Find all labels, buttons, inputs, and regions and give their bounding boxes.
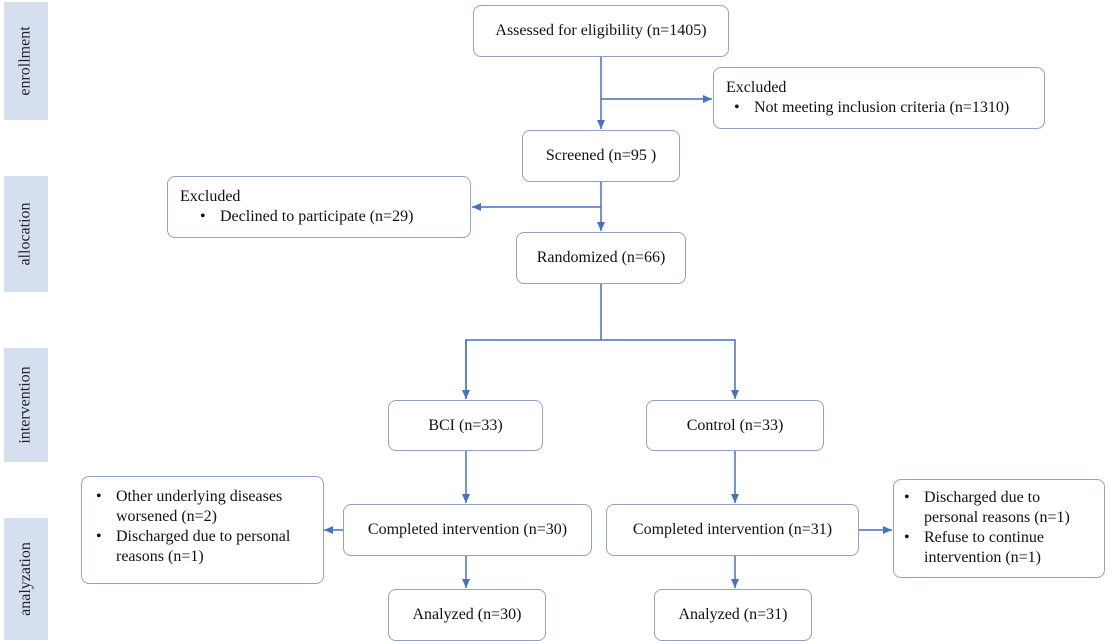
excluded-allocation-title: Excluded <box>180 188 241 205</box>
excluded-enrollment-title: Excluded <box>726 79 787 96</box>
phase-enrollment: enrollment <box>4 2 48 120</box>
control-box: Control (n=33) <box>646 400 824 451</box>
screened-box: Screened (n=95 ) <box>522 130 680 182</box>
randomized-box: Randomized (n=66) <box>516 232 686 284</box>
bci-completed-box: Completed intervention (n=30) <box>343 504 592 556</box>
bci-box: BCI (n=33) <box>388 400 543 451</box>
assessed-box: Assessed for eligibility (n=1405) <box>473 5 729 57</box>
phase-intervention: intervention <box>4 348 48 462</box>
phase-analyzation: analyzation <box>4 518 48 640</box>
bci-dropout-item: Discharged due to personal reasons (n=1) <box>96 527 315 567</box>
bci-dropouts-box: Other underlying diseases worsened (n=2)… <box>81 476 324 584</box>
connector-randomized-split <box>465 284 735 399</box>
randomized-label: Randomized (n=66) <box>536 249 666 266</box>
excluded-enrollment-box: Excluded Not meeting inclusion criteria … <box>713 67 1045 129</box>
bci-analyzed-label: Analyzed (n=30) <box>412 606 522 623</box>
excluded-allocation-item: Declined to participate (n=29) <box>200 207 458 227</box>
control-dropout-item: Refuse to continue intervention (n=1) <box>904 528 1098 568</box>
excluded-enrollment-item: Not meeting inclusion criteria (n=1310) <box>734 98 1032 118</box>
control-completed-label: Completed intervention (n=31) <box>632 521 833 538</box>
control-completed-box: Completed intervention (n=31) <box>606 504 859 556</box>
screened-label: Screened (n=95 ) <box>545 147 657 164</box>
control-dropouts-box: Discharged due to personal reasons (n=1)… <box>893 479 1105 578</box>
assessed-label: Assessed for eligibility (n=1405) <box>495 22 707 39</box>
excluded-allocation-box: Excluded Declined to participate (n=29) <box>167 176 471 238</box>
bci-dropout-item: Other underlying diseases worsened (n=2) <box>96 487 315 527</box>
control-label: Control (n=33) <box>686 416 784 434</box>
bci-label: BCI (n=33) <box>428 416 503 434</box>
bci-analyzed-box: Analyzed (n=30) <box>388 589 546 641</box>
control-analyzed-box: Analyzed (n=31) <box>654 589 812 641</box>
phase-allocation: allocation <box>4 176 48 292</box>
control-analyzed-label: Analyzed (n=31) <box>678 606 788 623</box>
bci-completed-label: Completed intervention (n=30) <box>367 521 568 538</box>
control-dropout-item: Discharged due to personal reasons (n=1) <box>904 488 1098 528</box>
